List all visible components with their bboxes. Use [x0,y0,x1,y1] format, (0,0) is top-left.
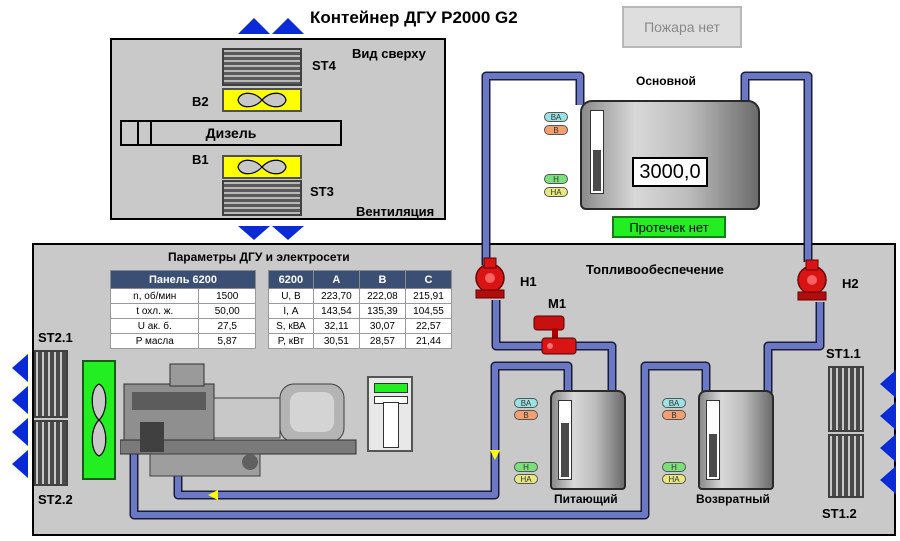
return-tank-level-gauge [706,400,720,480]
switch-indicator [374,383,408,393]
tag-n: Н [544,174,568,184]
arrow-up-icon [238,18,270,34]
st11-label: ST1.1 [826,346,861,361]
b2-label: B2 [192,94,209,109]
switch-handle [383,402,399,448]
leak-status[interactable]: Протечек нет [612,216,726,238]
st21-grille[interactable] [34,350,68,418]
left-airflow-arrows [12,354,28,478]
switch-box[interactable] [367,376,413,452]
st3-grille[interactable] [222,180,302,216]
diesel-generator-image [120,363,357,477]
st11-grille[interactable] [828,366,864,432]
tag-va: ВА [544,112,568,122]
diesel-divider [137,120,139,146]
airflow-up-arrows [238,18,304,34]
right-airflow-arrows [880,370,896,494]
tag-na: НА [514,474,538,484]
st12-grille[interactable] [828,434,864,498]
st21-label: ST2.1 [38,330,73,345]
valve-m1[interactable] [530,312,580,358]
st4-label: ST4 [312,58,336,73]
fuel-supply-label: Топливообеспечение [586,262,724,277]
tag-v: В [514,410,538,420]
m1-label: М1 [548,296,567,311]
grid-header-cell: 6200 [268,270,314,289]
tag-va: ВА [514,398,538,408]
level-fill [709,434,717,477]
flow-arrow-icon [490,450,500,460]
h1-label: Н1 [520,274,537,289]
arrow-left-icon [880,402,896,430]
return-tank-label: Возвратный [696,492,770,506]
top-view-label: Вид сверху [352,46,426,61]
tag-v: В [544,125,568,135]
st12-label: ST1.2 [822,506,857,521]
arrow-left-icon [880,466,896,494]
main-tank[interactable] [580,100,760,210]
page-title: Контейнер ДГУ P2000 G2 [310,8,518,27]
tag-v: В [662,410,686,420]
arrow-left-icon [880,434,896,462]
st4-grille[interactable] [222,48,302,86]
table-row: U ак. б.27,5 [109,318,256,334]
main-tank-value: 3000,0 [632,157,708,187]
ventilation-label: Вентиляция [356,204,435,219]
airflow-down-arrows [238,226,304,240]
supply-tank-label: Питающий [554,492,618,506]
st22-grille[interactable] [34,420,68,486]
fan-icon [237,92,287,108]
grid-header-cell: A [312,270,360,289]
tag-na: НА [544,187,568,197]
radiator-fan[interactable] [82,360,116,480]
grid-header-cell: B [358,270,406,289]
diesel-block: Дизель [120,120,342,146]
params-title: Параметры ДГУ и электросети [168,250,350,264]
flow-arrow-icon [208,490,218,500]
tag-va: ВА [662,398,686,408]
fire-status-button[interactable]: Пожара нет [622,6,742,48]
fan-icon [237,159,287,175]
st3-label: ST3 [310,184,334,199]
level-fill [561,422,569,477]
supply-tank-level-gauge [558,400,572,480]
tag-n: Н [662,462,686,472]
b1-label: B1 [192,152,209,167]
fan-b2[interactable] [222,88,302,112]
tag-n: Н [514,462,538,472]
pipe-fill [131,73,823,518]
table-row: t охл. ж.50,00 [109,303,256,319]
h2-label: Н2 [842,276,859,291]
fan-b1[interactable] [222,155,302,179]
level-fill [593,149,601,191]
arrow-left-icon [12,386,28,414]
diesel-divider [150,120,152,146]
pump-h1[interactable] [470,256,510,302]
arrow-up-icon [272,18,304,34]
arrow-left-icon [880,370,896,398]
arrow-left-icon [12,354,28,382]
tag-na: НА [662,474,686,484]
arrow-down-icon [272,226,304,240]
arrow-left-icon [12,418,28,446]
fan-icon [91,383,107,457]
arrow-left-icon [12,450,28,478]
main-tank-level-gauge [590,110,604,194]
main-tank-label: Основной [636,74,696,88]
pump-h2[interactable] [792,258,832,304]
st22-label: ST2.2 [38,492,73,507]
arrow-down-icon [238,226,270,240]
